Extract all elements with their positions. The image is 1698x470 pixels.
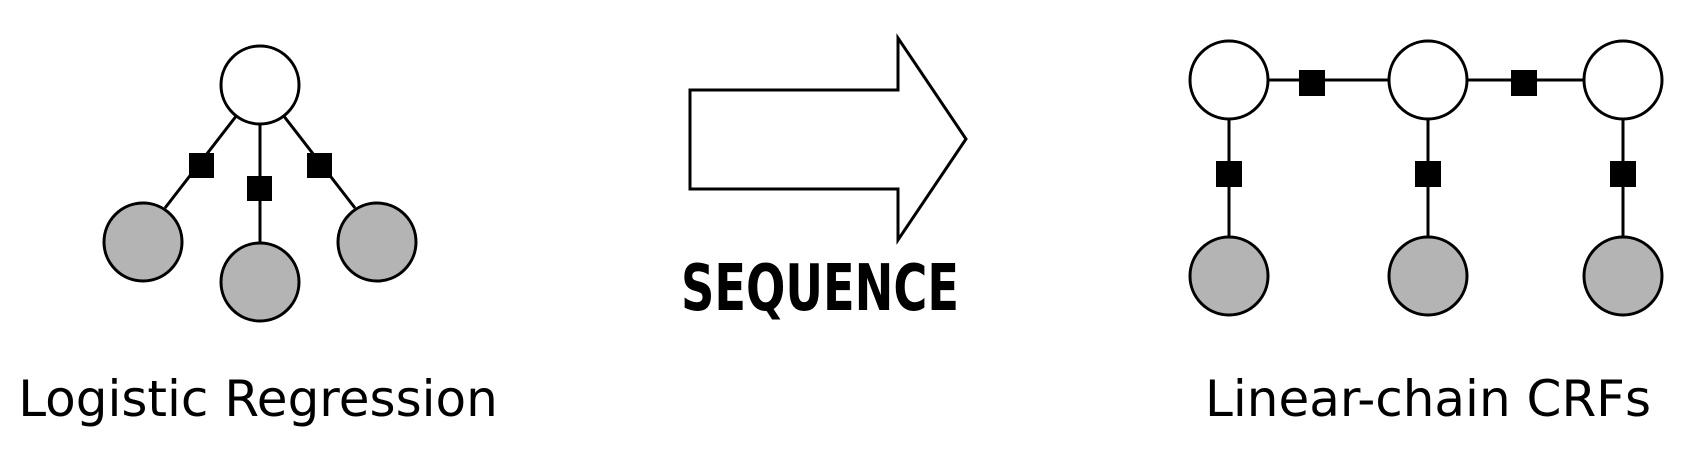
- crf-observed-node-1: [1188, 235, 1270, 317]
- lr-hidden-node: [219, 44, 301, 126]
- lr-observed-node-center: [219, 241, 301, 323]
- linear-chain-crf-graph: [1188, 39, 1664, 317]
- crf-chain-factor-1: [1299, 70, 1325, 96]
- arrow-label: SEQUENCE: [681, 252, 959, 326]
- lr-observed-node-right: [336, 201, 418, 283]
- left-caption: Logistic Regression: [18, 370, 498, 428]
- crf-emission-factor-3: [1610, 161, 1636, 187]
- right-caption: Linear-chain CRFs: [1205, 370, 1651, 428]
- crf-hidden-node-2: [1387, 39, 1469, 121]
- lr-factor-center: [247, 176, 272, 201]
- lr-factor-right: [307, 153, 332, 178]
- lr-observed-node-left: [102, 201, 184, 283]
- crf-observed-node-2: [1387, 235, 1469, 317]
- crf-emission-factor-1: [1216, 161, 1242, 187]
- crf-observed-node-3: [1582, 235, 1664, 317]
- crf-emission-factor-2: [1415, 161, 1441, 187]
- logistic-regression-graph: [102, 44, 418, 323]
- right-arrow-icon: [688, 33, 968, 245]
- crf-chain-factor-2: [1511, 70, 1537, 96]
- crf-hidden-node-3: [1582, 39, 1664, 121]
- lr-factor-left: [189, 153, 214, 178]
- crf-hidden-node-1: [1188, 39, 1270, 121]
